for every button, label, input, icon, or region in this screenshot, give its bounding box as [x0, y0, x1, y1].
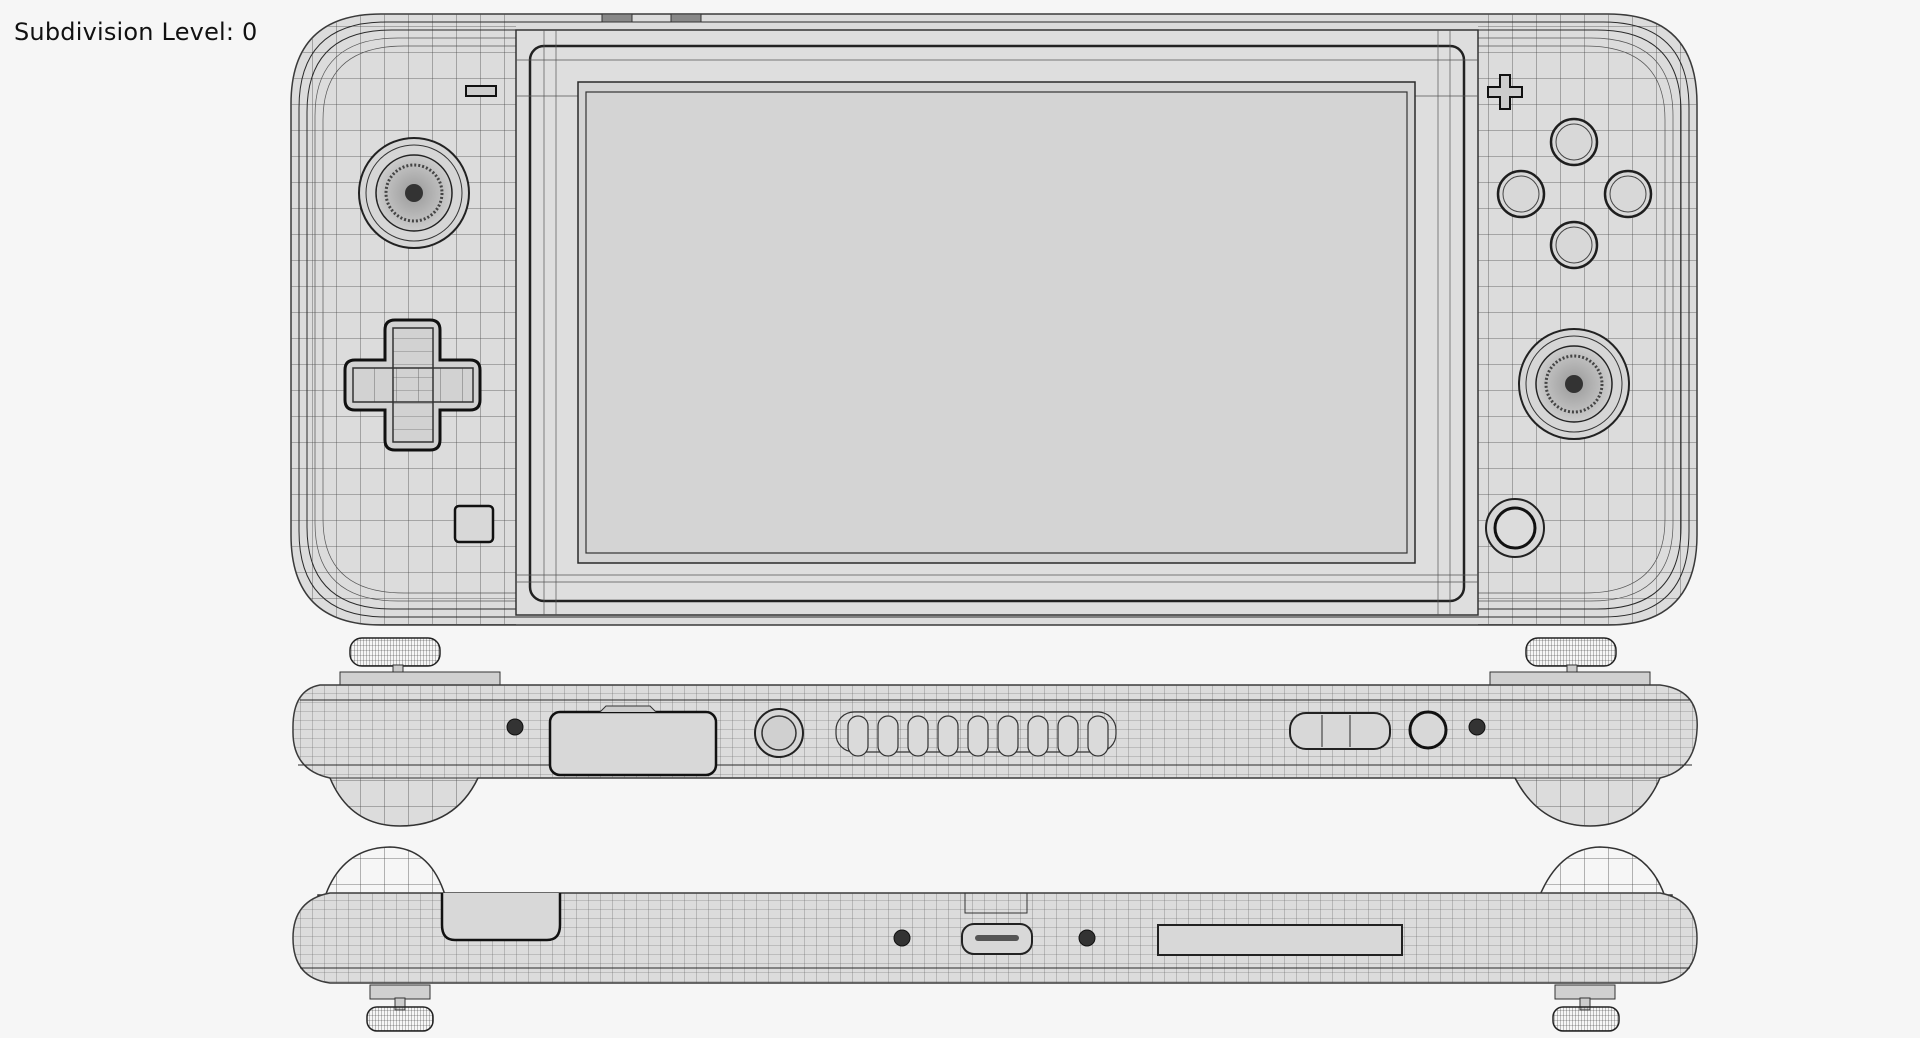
minus-button[interactable] [465, 85, 497, 97]
bottom-left-screw-icon [893, 929, 911, 947]
capture-button[interactable] [453, 504, 495, 544]
d-pad[interactable] [343, 318, 482, 452]
usb-c-port[interactable] [961, 892, 1033, 955]
a-button [1603, 169, 1653, 219]
screen [577, 81, 1416, 564]
top-edge-view [292, 637, 1698, 827]
subdivision-level-label: Subdivision Level: 0 [14, 18, 258, 46]
kickstand-recess [440, 893, 562, 942]
right-analog-stick[interactable] [1518, 328, 1630, 440]
game-card-slot[interactable] [548, 710, 718, 777]
right-screw-icon [1468, 718, 1486, 736]
volume-rocker[interactable] [1289, 712, 1391, 750]
headphone-jack[interactable] [1408, 710, 1448, 750]
bottom-right-screw-icon [1078, 929, 1096, 947]
plus-button[interactable] [1487, 74, 1523, 110]
x-button [1549, 117, 1599, 167]
front-view [290, 13, 1698, 626]
vent-slots [835, 711, 1117, 757]
power-button[interactable] [754, 708, 804, 758]
abxy-buttons[interactable] [1496, 117, 1653, 270]
bezel-edge [528, 44, 1466, 603]
left-analog-stick[interactable] [358, 137, 470, 249]
y-button [1496, 169, 1546, 219]
bottom-edge-view [292, 846, 1698, 1032]
b-button [1549, 220, 1599, 270]
left-screw-icon [506, 718, 524, 736]
home-button[interactable] [1485, 498, 1545, 558]
long-recess [1157, 924, 1403, 956]
